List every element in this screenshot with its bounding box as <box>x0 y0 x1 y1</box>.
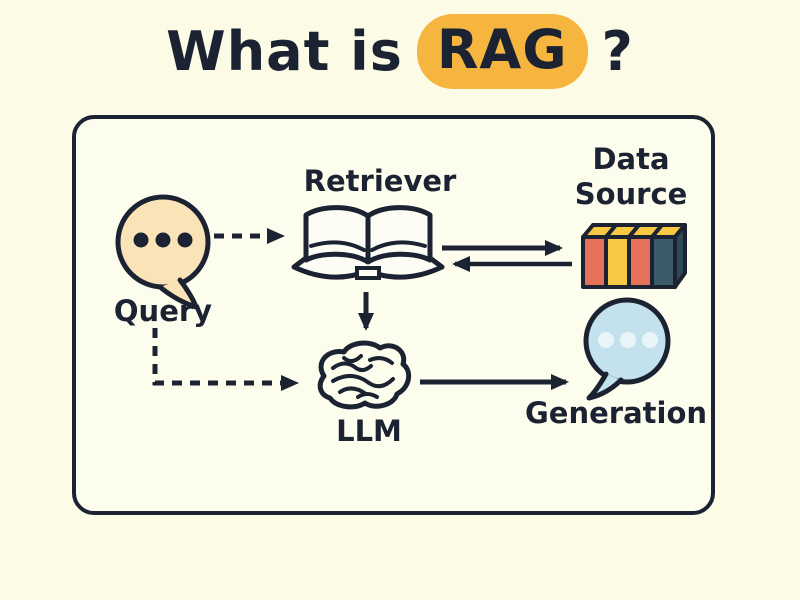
generation-label: Generation <box>524 396 708 430</box>
open-book-icon <box>291 205 445 280</box>
query-speech-bubble-icon <box>115 194 211 310</box>
llm-label: LLM <box>336 414 402 448</box>
page-title: What is RAG ? <box>0 14 800 89</box>
arrow-query-to-llm <box>152 328 299 391</box>
retriever-label: Retriever <box>303 164 457 198</box>
book-stack-icon <box>581 223 687 289</box>
brain-icon <box>317 340 412 410</box>
data-source-label: Data Source <box>575 142 688 212</box>
query-label: Query <box>113 294 213 328</box>
generation-speech-bubble-icon <box>583 297 671 401</box>
data-source-label-line2: Source <box>574 176 688 211</box>
data-source-label-line1: Data <box>592 142 670 176</box>
title-question-mark: ? <box>601 20 634 83</box>
title-prefix: What is <box>166 20 403 83</box>
title-highlight-rag: RAG <box>416 14 588 89</box>
